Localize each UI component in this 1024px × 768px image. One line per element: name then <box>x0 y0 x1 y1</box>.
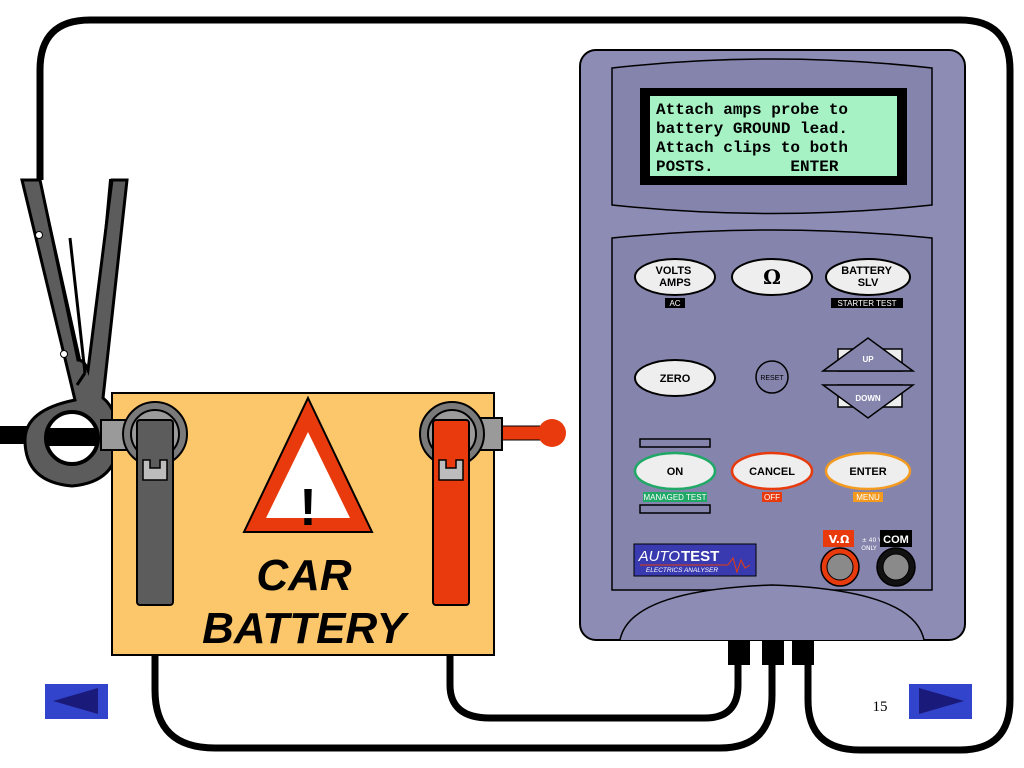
voltage-only: ONLY <box>861 545 877 552</box>
ohm-button[interactable]: Ω <box>731 258 813 296</box>
reset-label: RESET <box>760 375 784 382</box>
lcd-line-1: Attach amps probe to <box>656 101 848 119</box>
gray-lead-cable <box>151 600 776 752</box>
previous-slide-button[interactable] <box>45 684 108 719</box>
left-arrow-icon <box>53 688 98 714</box>
amps-label: AMPS <box>659 277 691 289</box>
page-number: 15 <box>873 699 888 715</box>
outer-cable <box>36 16 1014 754</box>
brand-auto: AUTO <box>638 548 681 565</box>
enter-button[interactable]: ENTER <box>824 451 912 491</box>
volts-amps-button[interactable]: VOLTS AMPS <box>634 258 716 296</box>
warning-symbol: ! <box>299 479 316 537</box>
ac-tag: AC <box>669 299 680 308</box>
amps-clamp-probe <box>0 178 129 488</box>
next-slide-button[interactable] <box>909 684 972 719</box>
svg-text:BATTERY SLV: BATTERY SLV <box>841 265 895 289</box>
brand-subtitle: ELECTRICS ANALYSER <box>646 567 718 574</box>
zero-button[interactable]: ZERO <box>634 359 716 397</box>
battery-label-line2: BATTERY <box>202 604 409 653</box>
cancel-button[interactable]: CANCEL <box>730 451 814 491</box>
gray-battery-clamp <box>100 401 188 606</box>
brand-test: TEST <box>681 548 719 565</box>
reset-button[interactable]: RESET <box>755 360 789 394</box>
down-button[interactable]: DOWN <box>820 384 916 419</box>
enter-label: ENTER <box>849 466 886 478</box>
lcd-display: Attach amps probe to battery GROUND lead… <box>640 88 907 185</box>
off-tag: OFF <box>764 493 780 502</box>
com-jack-label: COM <box>883 534 909 546</box>
down-label: DOWN <box>855 394 881 403</box>
on-label: ON <box>667 466 684 478</box>
battery-label-line1: CAR <box>256 551 352 600</box>
zero-label: ZERO <box>660 373 691 385</box>
up-button[interactable]: UP <box>820 337 916 372</box>
cancel-label: CANCEL <box>749 466 795 478</box>
slv-label: SLV <box>858 277 879 289</box>
starter-test-tag: STARTER TEST <box>837 299 896 308</box>
ohm-label: Ω <box>763 265 781 289</box>
vohm-jack[interactable] <box>820 547 860 587</box>
lcd-line-2: battery GROUND lead. <box>656 120 848 138</box>
on-button[interactable]: ON <box>633 451 717 491</box>
menu-tag: MENU <box>856 493 880 502</box>
battery-slv-button[interactable]: BATTERY SLV <box>825 258 911 296</box>
vohm-jack-label: V.Ω <box>829 533 850 546</box>
svg-text:VOLTS AMPS: VOLTS AMPS <box>656 265 695 289</box>
managed-test-tag: MANAGED TEST <box>644 493 707 502</box>
right-arrow-icon <box>919 688 964 714</box>
red-battery-clamp <box>419 401 566 606</box>
up-label: UP <box>862 355 874 364</box>
svg-text:Attach amps probe to bat: Attach amps probe to battery GROUND lead… <box>656 101 858 176</box>
voltage-warning: ± 40 V <box>862 537 883 544</box>
battery-label: BATTERY <box>841 265 892 277</box>
autotest-logo: AUTO TEST ELECTRICS ANALYSER <box>633 543 757 577</box>
volts-label: VOLTS <box>656 265 692 277</box>
com-jack[interactable] <box>876 547 916 587</box>
lcd-line-3: Attach clips to both <box>656 139 848 157</box>
lcd-line-4: POSTS. ENTER <box>656 158 839 176</box>
red-lead-cable <box>446 605 742 722</box>
